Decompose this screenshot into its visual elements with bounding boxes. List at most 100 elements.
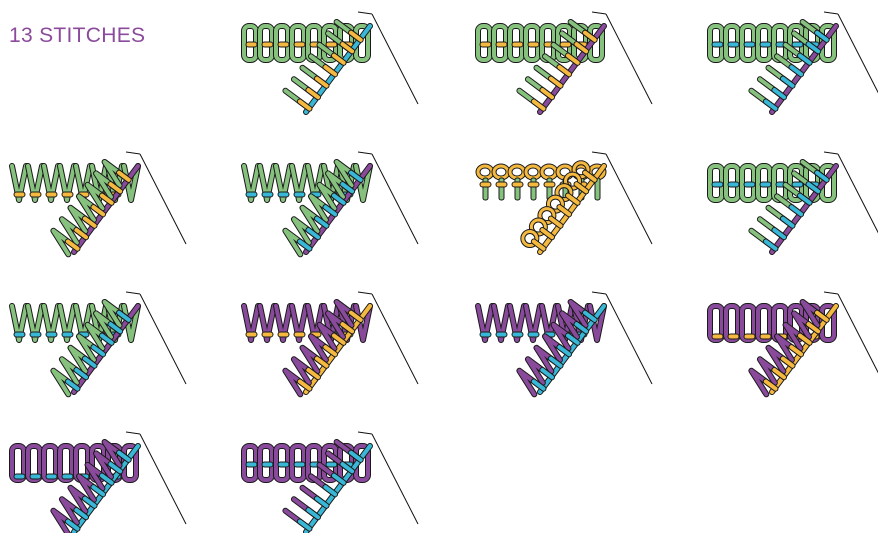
needle-thread	[591, 11, 607, 15]
accent-dash	[45, 473, 58, 480]
accent-dash	[583, 170, 597, 182]
accent-dash	[479, 331, 492, 338]
needle-thread	[125, 431, 141, 435]
stitch-mark	[274, 304, 292, 342]
accent-dash	[108, 182, 123, 194]
needle-thread	[125, 151, 141, 155]
stitch-mark	[242, 304, 260, 342]
accent-dash	[349, 30, 363, 42]
accent-dash	[797, 53, 812, 65]
accent-dash	[29, 191, 42, 198]
accent-dash	[772, 88, 787, 100]
accent-dash	[727, 181, 740, 188]
accent-dash	[559, 41, 572, 48]
accent-dash	[815, 310, 829, 322]
stitch-mark	[508, 304, 526, 342]
stitch-tile	[707, 11, 878, 115]
accent-dash	[791, 41, 804, 48]
accent-dash	[277, 461, 290, 468]
stitch-mark	[724, 304, 740, 342]
needle-thread	[605, 13, 653, 105]
accent-dash	[540, 88, 555, 100]
accent-dash	[277, 191, 290, 198]
accent-dash	[574, 322, 589, 334]
accent-dash	[511, 41, 524, 48]
stitch-tile	[9, 291, 187, 398]
accent-dash	[331, 193, 346, 205]
accent-dash	[495, 181, 508, 188]
accent-dash	[331, 333, 346, 345]
accent-dash	[293, 41, 306, 48]
needle-thread	[605, 153, 653, 245]
accent-dash	[91, 205, 106, 217]
needle-thread	[605, 293, 653, 385]
accent-dash	[806, 42, 821, 54]
stitch-mark	[555, 184, 573, 202]
accent-dash	[117, 450, 131, 462]
stitch-mark	[564, 172, 582, 190]
needle-thread	[139, 293, 187, 385]
stitch-mark	[476, 304, 494, 342]
accent-dash	[293, 331, 306, 338]
accent-dash	[540, 368, 555, 380]
accent-dash	[527, 41, 540, 48]
accent-dash	[117, 310, 131, 322]
stitch-mark	[58, 164, 76, 202]
accent-dash	[108, 322, 123, 334]
accent-dash	[331, 53, 346, 65]
accent-dash	[583, 30, 597, 42]
accent-dash	[711, 41, 724, 48]
accent-dash	[780, 356, 795, 368]
accent-dash	[323, 205, 338, 217]
accent-dash	[763, 379, 778, 391]
accent-dash	[349, 450, 363, 462]
accent-dash	[543, 181, 556, 188]
accent-dash	[495, 331, 508, 338]
accent-dash	[711, 333, 724, 340]
accent-dash	[495, 41, 508, 48]
accent-dash	[297, 379, 312, 391]
accent-dash	[61, 191, 74, 198]
accent-dash	[45, 331, 58, 338]
accent-dash	[540, 228, 555, 240]
needle-thread	[591, 291, 607, 295]
accent-dash	[13, 473, 26, 480]
accent-dash	[13, 191, 26, 198]
accent-dash	[297, 239, 312, 251]
stitch-tile	[241, 11, 419, 115]
stitch-mark	[524, 304, 542, 342]
accent-dash	[297, 519, 312, 531]
accent-dash	[245, 191, 258, 198]
stitch-mark	[42, 444, 58, 482]
accent-dash	[99, 193, 114, 205]
accent-dash	[772, 368, 787, 380]
accent-dash	[806, 182, 821, 194]
accent-dash	[74, 508, 89, 520]
needle-thread	[823, 291, 839, 295]
accent-dash	[789, 345, 804, 357]
accent-dash	[29, 331, 42, 338]
stitch-mark	[572, 161, 590, 179]
accent-dash	[61, 473, 74, 480]
accent-dash	[583, 310, 597, 322]
accent-dash	[74, 368, 89, 380]
accent-dash	[565, 53, 580, 65]
accent-dash	[531, 239, 546, 251]
accent-dash	[479, 181, 492, 188]
accent-dash	[797, 193, 812, 205]
accent-dash	[314, 496, 329, 508]
accent-dash	[789, 65, 804, 77]
stitch-mark	[290, 304, 308, 342]
stitch-tile	[241, 431, 419, 533]
stitch-mark	[740, 304, 756, 342]
accent-dash	[743, 181, 756, 188]
needle-thread	[823, 11, 839, 15]
accent-dash	[297, 99, 312, 111]
accent-dash	[780, 76, 795, 88]
stitch-mark	[26, 444, 42, 482]
accent-dash	[548, 76, 563, 88]
accent-dash	[531, 99, 546, 111]
accent-dash	[780, 216, 795, 228]
accent-dash	[763, 99, 778, 111]
